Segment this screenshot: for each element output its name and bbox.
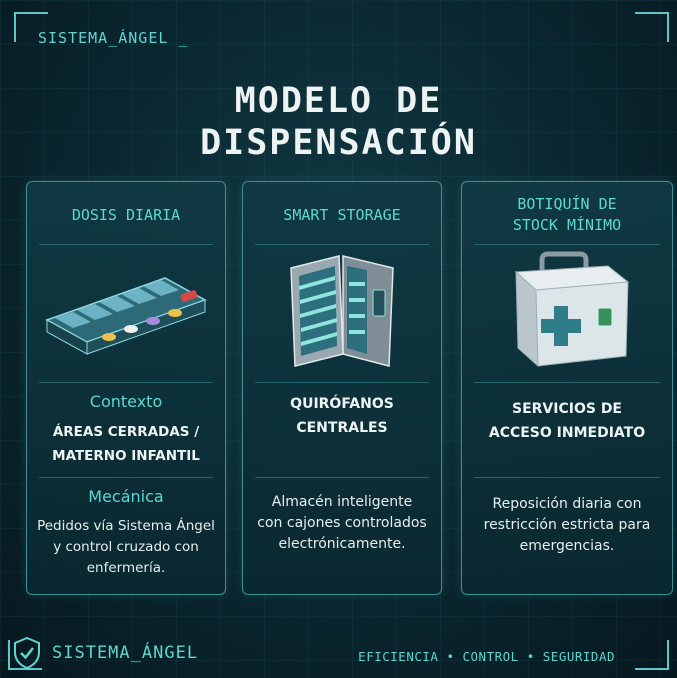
corner-bracket-top-left [14,12,48,42]
header-brand: SISTEMA_ÁNGEL _ [38,29,189,47]
footer-tagline: EFICIENCIA • CONTROL • SEGURIDAD [358,649,615,664]
title-line-2: DISPENSACIÓN [200,123,477,163]
card-description: Reposición diaria con restricción estric… [483,496,651,554]
card-divider [255,244,429,245]
footer-brand: SISTEMA_ÁNGEL [52,643,199,663]
card-daily-dose: DOSIS DIARIA Contexto ÁREAS CERRADAS / M… [26,181,226,595]
shield-check-icon [14,636,40,670]
card-heading: SMART STORAGE [283,206,401,224]
card-divider [474,477,660,478]
card-divider [255,382,429,383]
card-divider [39,477,213,478]
card-divider [39,244,213,245]
context-text: ÁREAS CERRADAS / MATERNO INFANTIL [52,424,200,464]
card-divider [474,244,660,245]
card-smart-storage: SMART STORAGE QUIRÓFANOS CENTRALES Almac… [242,181,442,595]
corner-bracket-bottom-left [8,640,42,670]
card-divider [474,382,660,383]
context-label: Contexto [89,392,163,411]
card-heading: DOSIS DIARIA [71,206,181,224]
context-text: SERVICIOS DE ACCESO INMEDIATO [488,401,646,441]
page-title: MODELO DE DISPENSACIÓN [0,80,677,164]
pill-organizer-icon [45,277,207,355]
corner-bracket-bottom-right [635,640,669,670]
card-description: Pedidos vía Sistema Ángel y control cruz… [37,518,215,576]
card-divider [255,477,429,478]
card-first-aid-kit: BOTIQUÍN DE STOCK MÍNIMO SERVICIOS DE AC… [461,181,673,595]
card-heading: BOTIQUÍN DE STOCK MÍNIMO [512,195,622,234]
first-aid-kit-icon [514,251,630,368]
smart-cabinet-icon [290,255,394,367]
mechanics-label: Mecánica [88,487,164,506]
card-divider [39,382,213,383]
title-line-1: MODELO DE [234,81,443,121]
context-text: QUIRÓFANOS CENTRALES [290,396,394,436]
card-description: Almacén inteligente con cajones controla… [257,494,427,552]
corner-bracket-top-right [635,12,669,42]
footer-brand-group: SISTEMA_ÁNGEL [12,636,198,670]
